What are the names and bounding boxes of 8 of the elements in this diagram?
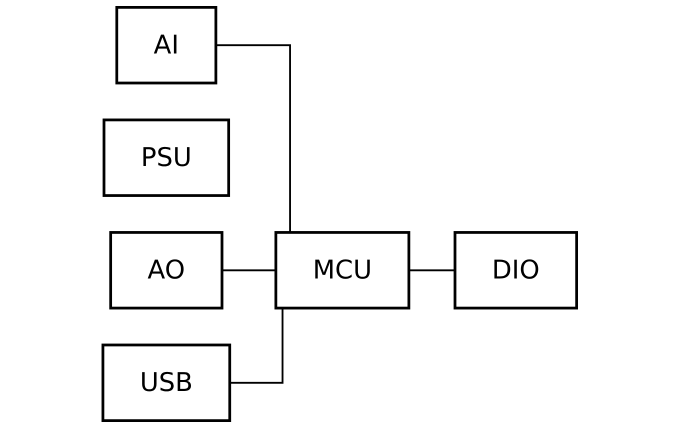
node-box: MCU (274, 231, 410, 310)
node-box: DIO (453, 231, 578, 310)
connector (408, 269, 455, 272)
connector (222, 269, 276, 272)
node-box: PSU (102, 118, 230, 197)
node-box: USB (101, 344, 231, 422)
node-box: AI (115, 6, 217, 84)
node-box: AO (109, 231, 224, 310)
